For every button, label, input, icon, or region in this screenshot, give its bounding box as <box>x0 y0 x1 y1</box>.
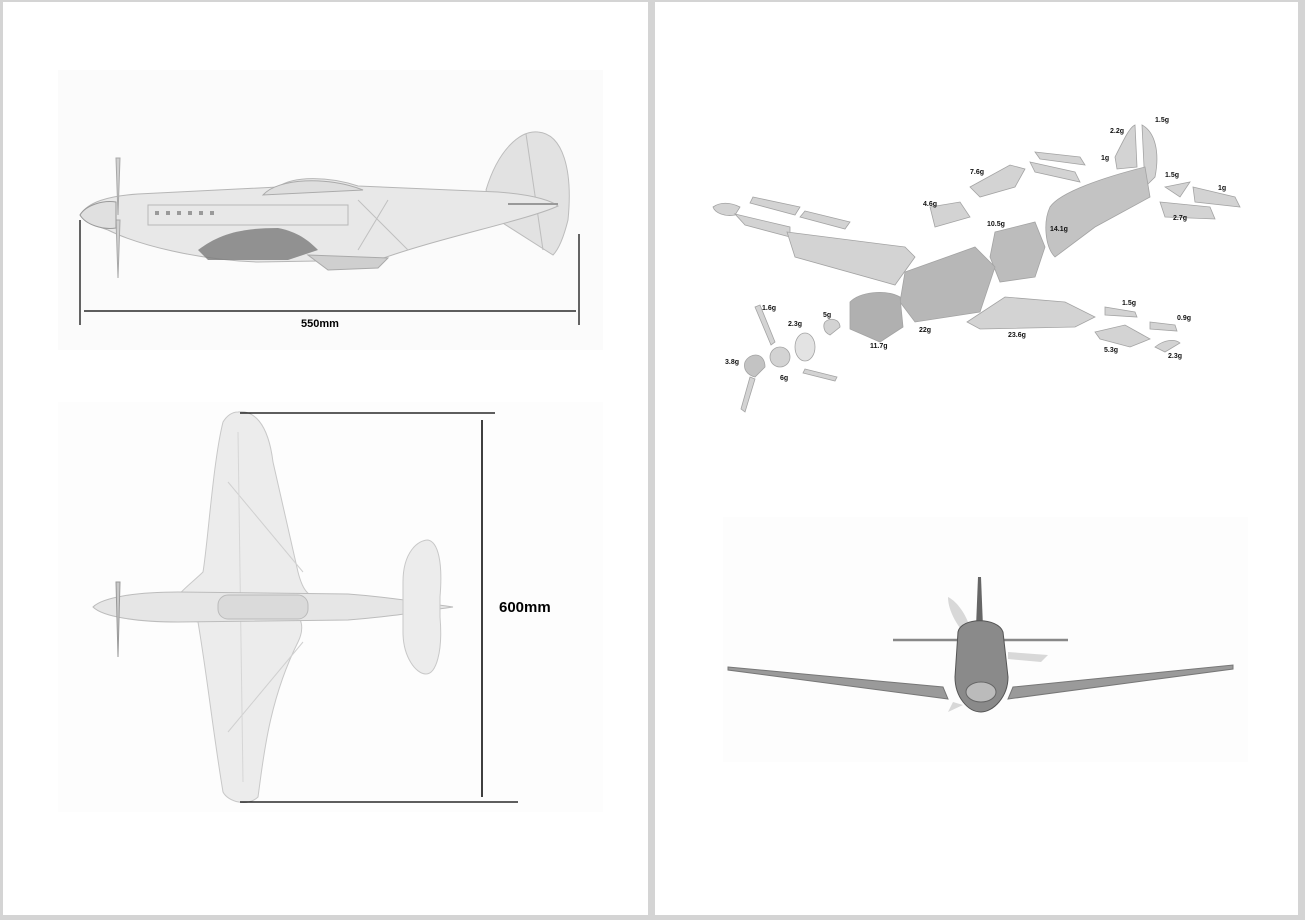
exploded-parts-figure: 2.2g 1.5g 1g 7.6g 1.5g 1g 4.6g 10.5g 14.… <box>705 107 1255 417</box>
side-view-figure: 550mm <box>58 70 603 350</box>
top-view-airplane-drawing <box>92 411 518 803</box>
weight-label: 1.6g <box>762 305 777 312</box>
weight-label: 2.7g <box>1173 215 1188 222</box>
weight-label: 0.9g <box>1177 315 1192 322</box>
weight-label: 1g <box>1101 155 1110 162</box>
page-right: 2.2g 1.5g 1g 7.6g 1.5g 1g 4.6g 10.5g 14.… <box>655 2 1298 915</box>
weight-label: 23.6g <box>1008 332 1026 339</box>
weight-label: 1.5g <box>1122 300 1137 307</box>
weight-label: 4.6g <box>923 201 938 208</box>
weight-label: 6g <box>780 375 789 382</box>
wingspan-dimension-label: 600mm <box>499 599 551 616</box>
page-left: 550mm 600mm <box>3 2 648 915</box>
weight-label: 2.2g <box>1110 128 1125 135</box>
exploded-parts-drawing <box>712 124 1241 413</box>
weight-label: 1.5g <box>1155 117 1170 124</box>
front-view-airplane-drawing <box>727 577 1234 713</box>
weight-label: 11.7g <box>870 343 888 350</box>
weight-label: 1.5g <box>1165 172 1180 179</box>
top-view-figure: 600mm <box>58 402 603 812</box>
length-dimension-label: 550mm <box>301 318 339 330</box>
weight-label: 5.3g <box>1104 347 1119 354</box>
weight-label: 2.3g <box>788 321 803 328</box>
weight-label: 1g <box>1218 185 1227 192</box>
weight-label: 22g <box>919 327 932 334</box>
side-view-airplane-drawing <box>79 131 580 325</box>
weight-label: 7.6g <box>970 169 985 176</box>
weight-label: 10.5g <box>987 221 1005 228</box>
weight-label: 2.3g <box>1168 353 1183 360</box>
weight-label: 3.8g <box>725 359 740 366</box>
front-view-figure <box>723 517 1248 762</box>
weight-label: 5g <box>823 312 832 319</box>
weight-label: 14.1g <box>1050 226 1068 233</box>
